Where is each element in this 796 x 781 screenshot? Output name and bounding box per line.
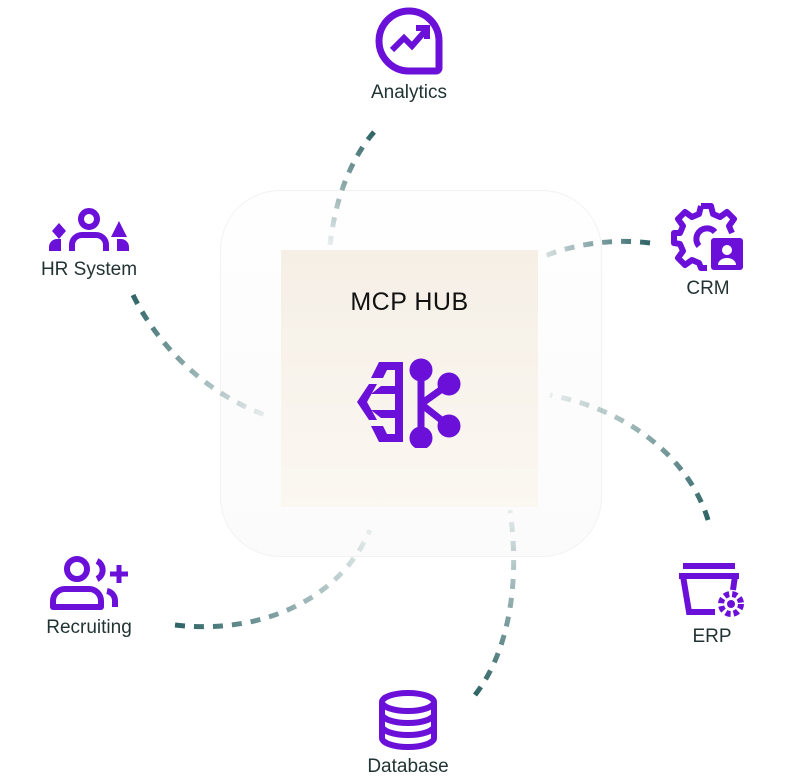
gear-user-icon [671,203,743,271]
line-analytics [327,130,376,246]
line-hr-system [130,293,266,418]
node-label: ERP [692,626,732,647]
line-recruiting [174,529,373,630]
node-label: HR System [40,259,138,280]
mcp-hub: MCP HUB [281,250,538,507]
database-icon [379,690,437,750]
team-icon [49,208,129,251]
node-database[interactable]: Database [338,690,478,778]
hub-title: MCP HUB [350,288,469,316]
user-add-icon [50,556,128,610]
node-label: Database [367,756,449,777]
node-recruiting[interactable]: Recruiting [19,555,159,639]
box-gear-icon [679,563,744,617]
node-label: Recruiting [46,617,132,638]
line-database [473,509,517,697]
node-analytics[interactable]: Analytics [339,6,479,104]
line-crm [539,238,651,261]
node-crm[interactable]: CRM [638,202,778,300]
node-label: Analytics [370,82,448,103]
node-erp[interactable]: ERP [642,562,782,648]
brain-network-icon [357,358,461,448]
node-label: CRM [686,278,730,299]
node-hr-system[interactable]: HR System [19,207,159,281]
line-erp [549,392,711,521]
chart-trend-icon [375,7,443,75]
